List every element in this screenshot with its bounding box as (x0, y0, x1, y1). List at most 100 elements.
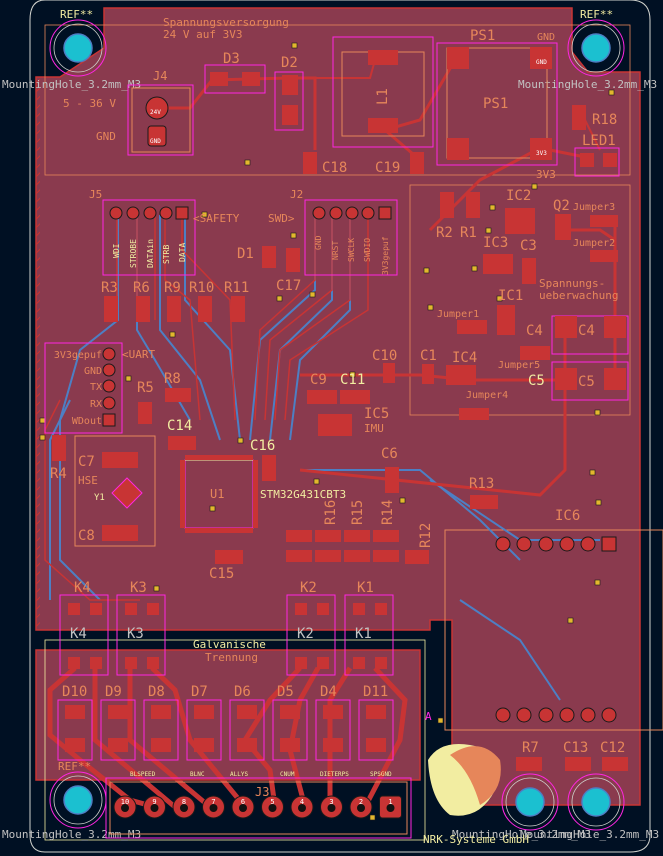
mounting-hole-top-right[interactable]: REF** MountingHole_3.2mm_M3 (518, 8, 657, 91)
j3-pin-drill (121, 804, 129, 812)
mounting-hole-bottom-left[interactable]: REF** MountingHole_3.2mm_M3 (2, 760, 141, 841)
j3-pin-drill (239, 804, 247, 812)
diode-d3[interactable]: D3 (204, 51, 266, 94)
c4-value: C4 (578, 323, 595, 339)
j3-pin-number: 2 (359, 798, 363, 806)
diode-d8[interactable]: D8 (143, 684, 179, 761)
mounting-hole-bottom-right[interactable]: MountingHole_3.2mm_M3 (520, 773, 659, 841)
c3-ref: C3 (520, 238, 537, 254)
j2-pin-gnd: GND (314, 235, 323, 250)
connector-j5[interactable]: J5 <SAFETY WDI STROBE DATAin STRB DATA (89, 188, 240, 276)
j3-pin-number: 6 (241, 798, 245, 806)
diode-ref: D4 (320, 684, 337, 700)
diode-d6[interactable]: D6 (229, 684, 265, 761)
k3-value: K3 (127, 626, 144, 642)
j3-pin-number: 8 (182, 798, 186, 806)
diode-pad-1 (194, 738, 214, 752)
led-led1[interactable]: LED1 (574, 133, 620, 177)
k1-ref: K1 (357, 580, 374, 596)
r6-ref: R6 (133, 280, 150, 296)
j5-label: <SAFETY (193, 212, 240, 225)
mh-br-value: MountingHole_3.2mm_M3 (520, 828, 659, 841)
j5-ref: J5 (89, 188, 102, 201)
inductor-l1[interactable]: L1 (332, 36, 434, 148)
r10-ref: R10 (189, 280, 214, 296)
c10-ref: C10 (372, 348, 397, 364)
ps1-value: PS1 (483, 96, 508, 112)
ic6-pins-bottom (495, 707, 617, 723)
r3-ref: R3 (101, 280, 118, 296)
diode-d4[interactable]: D4 (315, 684, 351, 761)
j3-pin-drill (386, 804, 395, 812)
j2-ref: J2 (290, 188, 303, 201)
r8-ref: R8 (164, 371, 181, 387)
q2-ref: Q2 (553, 198, 570, 214)
diode-d2[interactable]: D2 (274, 55, 304, 131)
diode-pad-2 (151, 705, 171, 719)
c8-ref: C8 (78, 528, 95, 544)
r15-ref: R15 (350, 500, 366, 525)
j3-pin-number: 7 (211, 798, 215, 806)
crystal-y1[interactable]: Y1 (74, 435, 156, 547)
d3-ref: D3 (223, 51, 240, 67)
j3-pin-drill (298, 804, 306, 812)
j1-pin-gnd: GND (84, 366, 102, 377)
diode-d5[interactable]: D5 (272, 684, 308, 761)
diode-ref: D6 (234, 684, 251, 700)
k4-value: K4 (70, 626, 87, 642)
connector-j2[interactable]: J2 SWD> GND NRST SWCLK SWDIO 3V3gepuf (268, 188, 398, 276)
connector-j1[interactable]: 3V3gepuf GND TX RX WDout <UART (44, 342, 155, 434)
ic6-frame (444, 529, 663, 731)
galvanic-label-1: Galvanische (193, 638, 266, 651)
diode-courtyard (57, 699, 93, 761)
diode-courtyard (143, 699, 179, 761)
resistor-r18[interactable]: R18 (572, 105, 617, 130)
diode-ref: D10 (62, 684, 87, 700)
diode-d11[interactable]: D11 (358, 684, 394, 761)
c4-ref: C4 (526, 323, 543, 339)
j2-pin-nrst: NRST (331, 241, 340, 260)
cap-c19[interactable]: C19 (375, 152, 424, 176)
cap-c5[interactable]: C5 (551, 361, 629, 401)
diode-pad-1 (323, 738, 343, 752)
j3-net-label: DIETERPS (320, 771, 349, 778)
c16-ref: C16 (250, 438, 275, 454)
connector-j4[interactable]: J4 24V GND (127, 69, 194, 156)
j3-net-label: BLNC (190, 771, 205, 778)
diode-d10[interactable]: D10 (57, 684, 93, 761)
r16-ref: R16 (323, 500, 339, 525)
diode-d9[interactable]: D9 (100, 684, 136, 761)
j2-label: SWD> (268, 212, 295, 225)
j3-net-label: BLSPEED (130, 771, 156, 778)
monitor-label-1: Spannungs- (539, 277, 605, 290)
diode-courtyard (315, 699, 351, 761)
ic2-ref: IC2 (506, 188, 531, 204)
diode-d7[interactable]: D7 (186, 684, 222, 761)
cap-c4[interactable]: C4 (551, 315, 629, 355)
u1-ref: U1 (210, 487, 224, 501)
ps1-gnd-label: GND (537, 32, 555, 43)
ic6-ref: IC6 (555, 508, 580, 524)
mcu-u1[interactable]: U1 (180, 455, 258, 533)
r5-ref: R5 (137, 380, 154, 396)
board-edge-outline (29, 0, 651, 853)
mounting-hole-bottom-mid[interactable]: MountingHole_3.2mm_M3 (452, 773, 591, 841)
d2-ref: D2 (281, 55, 298, 71)
cap-c18[interactable]: C18 (303, 152, 347, 176)
diode-ref: D7 (191, 684, 208, 700)
j1-pin-3v3: 3V3gepuf (54, 350, 102, 361)
power-supply-ps1[interactable]: PS1 PS1 GND GND 3V3 (436, 28, 558, 166)
j5-pin-wdi: WDI (112, 243, 121, 258)
mh-bm-value: MountingHole_3.2mm_M3 (452, 828, 591, 841)
mounting-hole-top-left[interactable]: REF** MountingHole_3.2mm_M3 (2, 8, 141, 91)
mh-bl-ref: REF** (58, 760, 91, 773)
diode-pad-1 (151, 738, 171, 752)
j3-pin-drill (209, 804, 218, 812)
